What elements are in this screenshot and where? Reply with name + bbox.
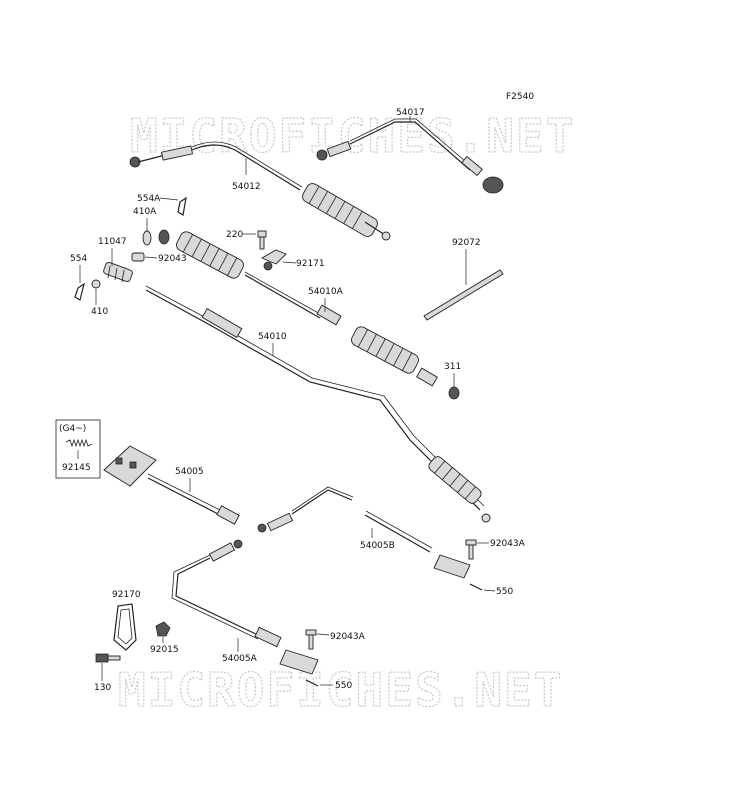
label-92072: 92072 <box>452 238 481 248</box>
pin-92043A-lower[interactable] <box>305 629 317 650</box>
label-11047: 11047 <box>98 237 127 247</box>
label-550-upper: 550 <box>496 587 513 597</box>
label-92171: 92171 <box>296 259 325 269</box>
label-311: 311 <box>444 362 461 372</box>
cable-tie-92072[interactable] <box>423 269 504 321</box>
clip-554A[interactable] <box>177 196 187 216</box>
cable-54010[interactable] <box>145 285 491 523</box>
label-92170: 92170 <box>112 590 141 600</box>
washer-410[interactable] <box>91 279 101 289</box>
label-54005A: 54005A <box>222 654 258 664</box>
sleeve-11047[interactable] <box>103 261 133 283</box>
bracket-92170[interactable] <box>113 603 137 651</box>
label-54010A: 54010A <box>308 287 344 297</box>
cable-54017[interactable] <box>316 118 504 194</box>
label-554A: 554A <box>137 194 161 204</box>
label-54005B: 54005B <box>360 541 395 551</box>
bolt-130[interactable] <box>95 653 121 663</box>
cable-54005B[interactable] <box>257 486 471 579</box>
label-92015: 92015 <box>150 645 179 655</box>
spring-92145[interactable] <box>65 438 93 448</box>
label-410: 410 <box>91 307 108 317</box>
label-54010: 54010 <box>258 332 287 342</box>
watermark-top: MICROFICHES.NET <box>130 109 575 163</box>
bolt-220[interactable] <box>257 230 267 250</box>
label-54017: 54017 <box>396 108 425 118</box>
variant-box-g4: (G4~) 92145 <box>55 419 101 479</box>
label-554: 554 <box>70 254 87 264</box>
label-410A: 410A <box>133 207 157 217</box>
clamp-92171[interactable] <box>260 249 287 271</box>
label-92043A-lower: 92043A <box>330 632 366 642</box>
clip-554[interactable] <box>74 282 85 301</box>
nut-92015[interactable] <box>155 621 171 637</box>
variant-box-label: (G4~) <box>59 424 86 434</box>
washer-410A[interactable] <box>142 230 152 246</box>
cable-54010A[interactable] <box>158 229 438 387</box>
cotter-550-lower[interactable] <box>305 679 319 687</box>
label-220: 220 <box>226 230 243 240</box>
label-550-lower: 550 <box>335 681 352 691</box>
pin-92043A-upper[interactable] <box>465 539 477 560</box>
cable-54012[interactable] <box>129 141 391 241</box>
label-92043: 92043 <box>158 254 187 264</box>
label-130: 130 <box>94 683 111 693</box>
nut-311[interactable] <box>448 386 460 400</box>
cable-54005[interactable] <box>103 445 240 525</box>
cotter-550-upper[interactable] <box>469 583 483 591</box>
watermark-bottom: MICROFICHES.NET <box>118 663 563 717</box>
label-54005: 54005 <box>175 467 204 477</box>
label-92043A-upper: 92043A <box>490 539 526 549</box>
label-92145: 92145 <box>62 463 91 473</box>
label-54012: 54012 <box>232 182 261 192</box>
cable-54005A[interactable] <box>171 539 319 675</box>
figure-code: F2540 <box>506 92 534 102</box>
pin-92043[interactable] <box>131 252 145 262</box>
